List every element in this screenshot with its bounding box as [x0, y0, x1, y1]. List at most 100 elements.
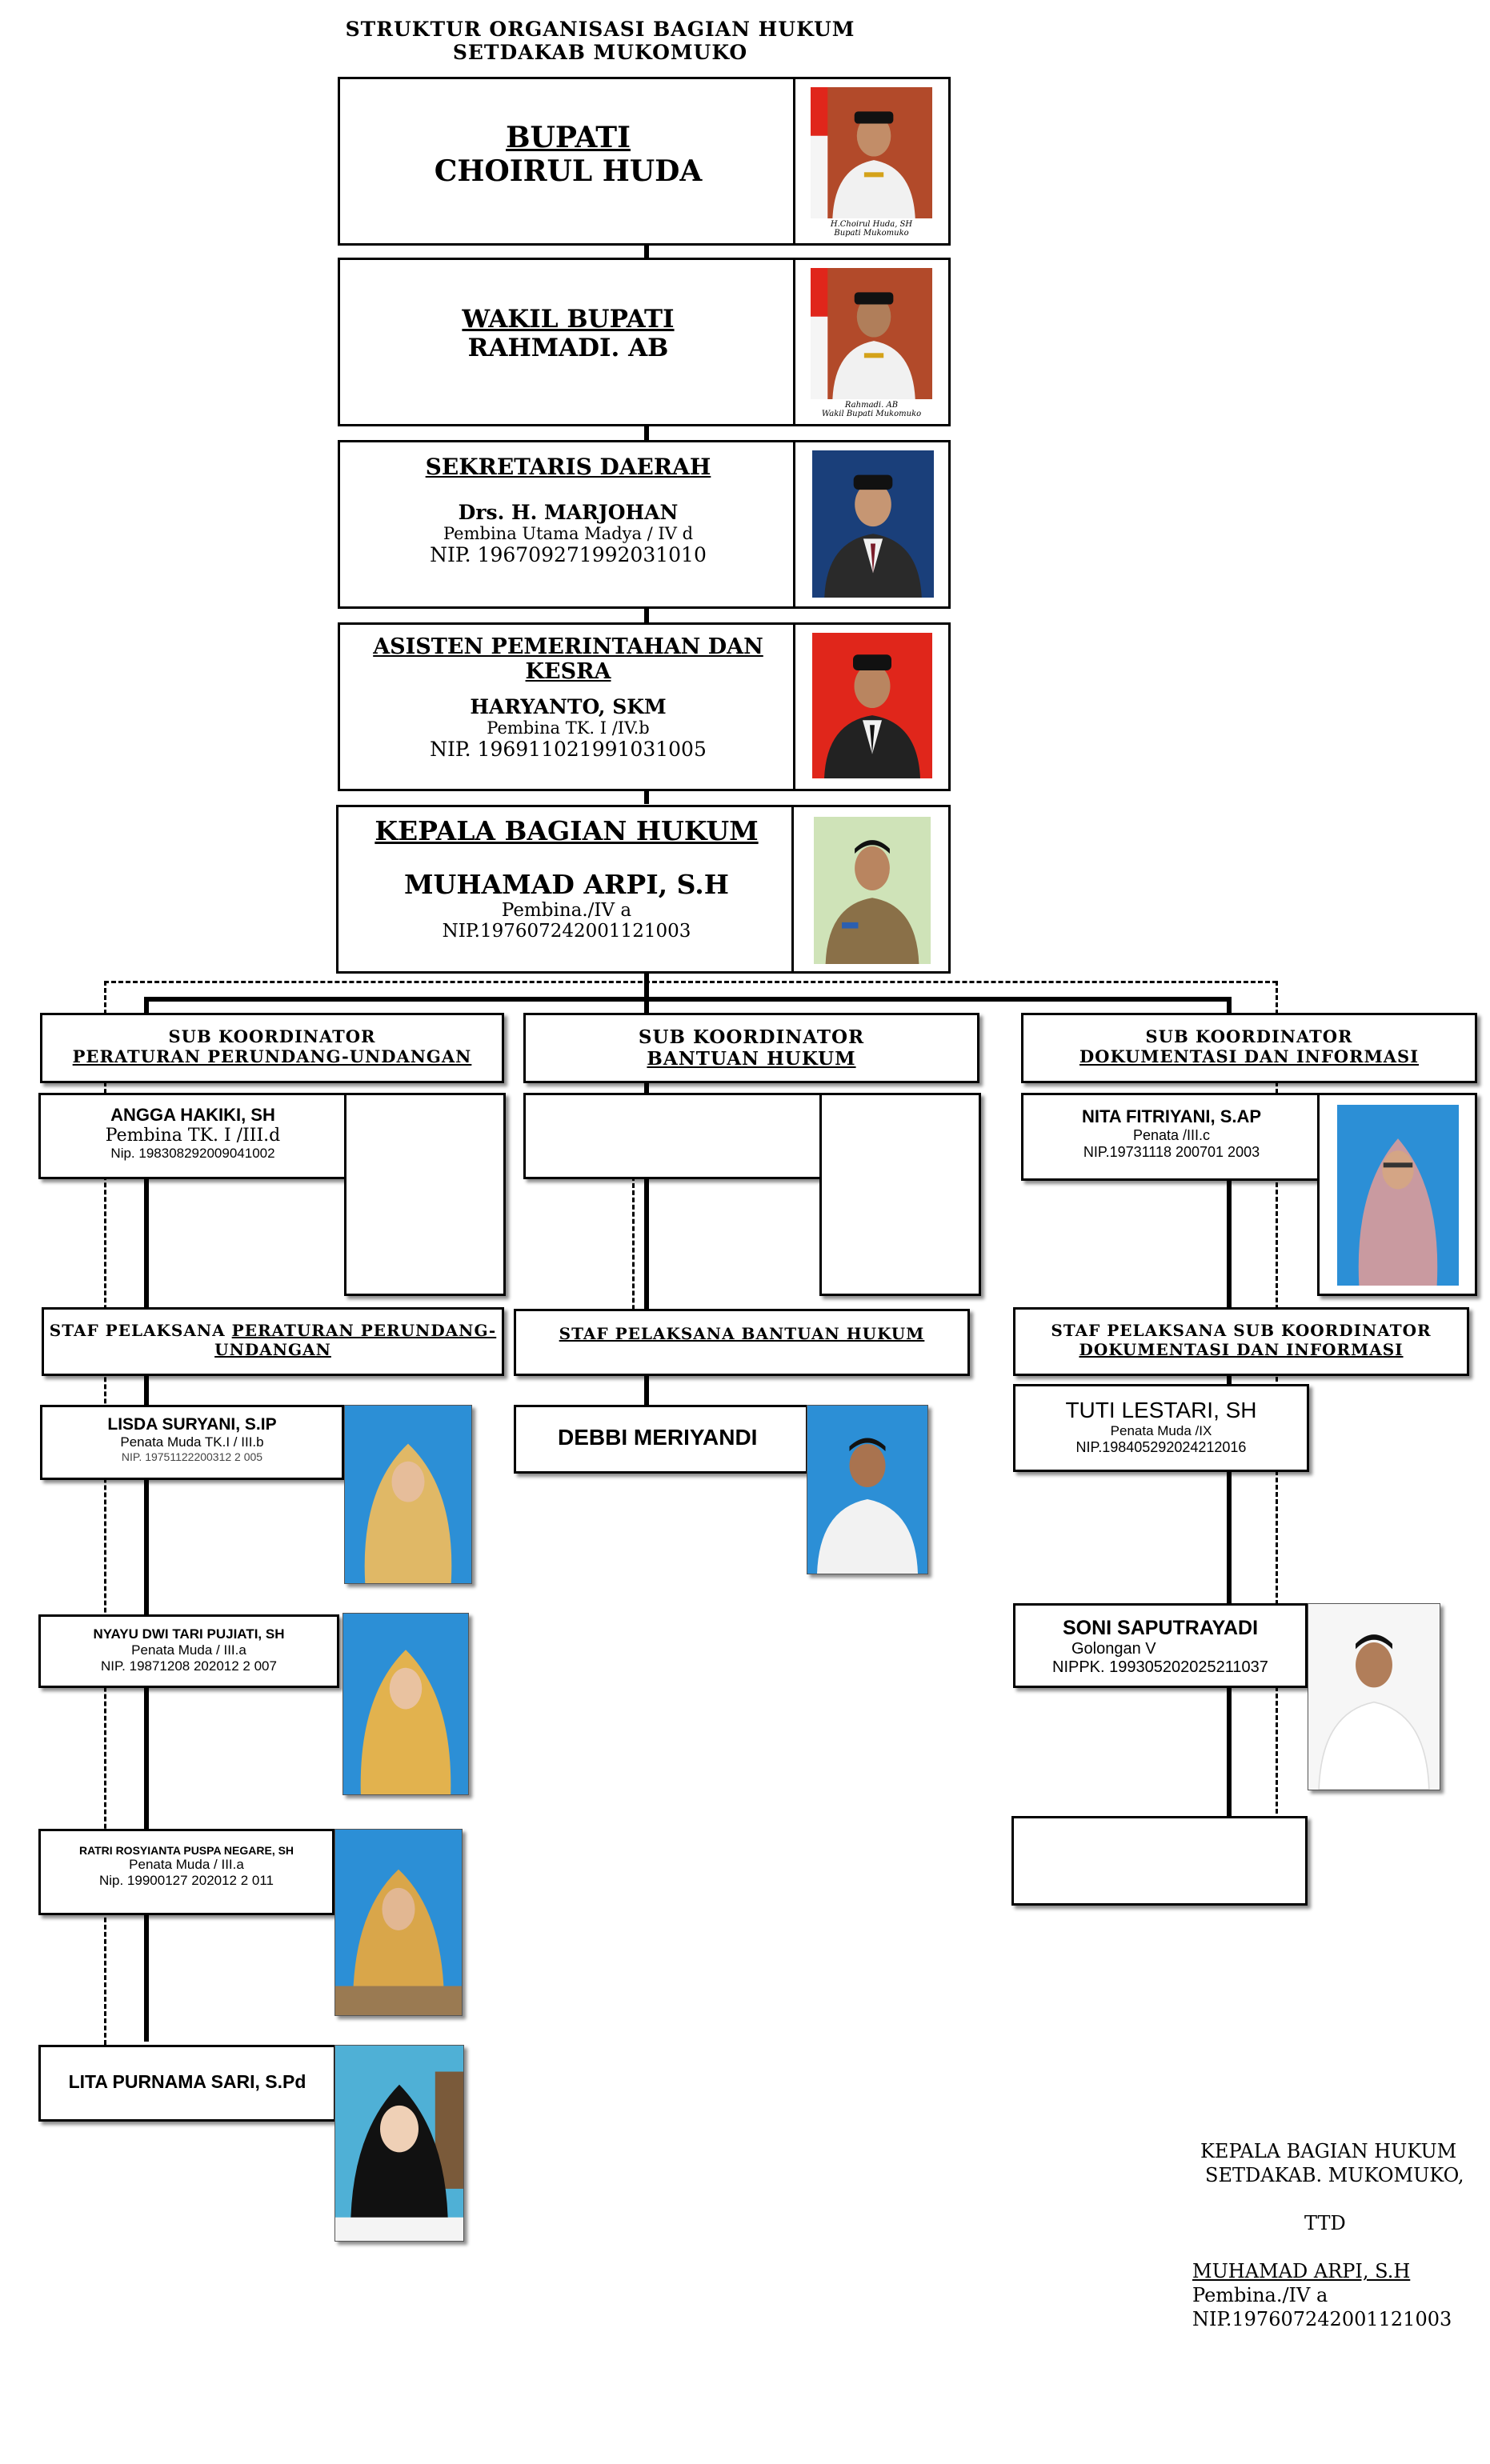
ratri-photo [334, 1829, 463, 2016]
kabag-title: KEPALA BAGIAN HUKUM [375, 815, 759, 846]
chart-title-line1: STRUKTUR ORGANISASI BAGIAN HUKUM [345, 18, 855, 41]
connector [644, 788, 649, 804]
lisda-photo [344, 1405, 472, 1584]
divider [793, 258, 795, 426]
signature-block: KEPALA BAGIAN HUKUM SETDAKAB. MUKOMUKO, … [1192, 2139, 1480, 2331]
sekda-title: SEKRETARIS DAERAH [425, 454, 711, 480]
head-card-perundangan: ANGGA HAKIKI, SH Pembina TK. I /III.d Ni… [38, 1093, 347, 1179]
sub-koordinator-name: PERATURAN PERUNDANG-UNDANGAN [72, 1046, 472, 1066]
person-name: RATRI ROSYIANTA PUSPA NEGARE, SH [78, 1844, 294, 1857]
person-rank: Penata Muda /IX [1110, 1423, 1212, 1438]
nita-photo [1337, 1105, 1459, 1286]
sub-koordinator-dokumentasi: SUB KOORDINATOR DOKUMENTASI DAN INFORMAS… [1021, 1013, 1477, 1083]
dashed-connector [104, 981, 106, 2045]
divider [793, 440, 795, 609]
sub-koordinator-label: SUB KOORDINATOR [1145, 1026, 1353, 1046]
asisten-box: ASISTEN PEMERINTAHAN DAN KESRA HARYANTO,… [338, 622, 951, 791]
staff-card: RATRI ROSYIANTA PUSPA NEGARE, SH Penata … [38, 1829, 334, 1915]
asisten-photo [812, 633, 932, 778]
connector [1227, 1179, 1232, 1819]
wakil-bupati-caption-title: Wakil Bupati Mukomuko [821, 410, 922, 418]
bupati-box: BUPATI CHOIRUL HUDA H.Choirul Huda, SH B… [338, 77, 951, 246]
connector [644, 968, 649, 1008]
nyayu-photo [342, 1613, 469, 1795]
staff-card-empty [1011, 1816, 1308, 1906]
photo-frame-empty [819, 1093, 981, 1296]
kabag-photo [814, 817, 931, 964]
signature-title-line1: KEPALA BAGIAN HUKUM [1200, 2140, 1457, 2162]
staff-card: LISDA SURYANI, S.IP Penata Muda TK.I / I… [40, 1405, 344, 1480]
bupati-caption-title: Bupati Mukomuko [834, 229, 909, 238]
sub-koordinator-label: SUB KOORDINATOR [168, 1026, 376, 1046]
asisten-title-line2: KESRA [525, 659, 611, 684]
kabag-rank: Pembina./IV a [501, 900, 632, 921]
signature-nip: NIP.197607242001121003 [1192, 2308, 1452, 2330]
debbi-photo [807, 1405, 928, 1574]
person-name: NYAYU DWI TARI PUJIATI, SH [93, 1626, 285, 1642]
lita-photo [334, 2045, 464, 2242]
chart-title: STRUKTUR ORGANISASI BAGIAN HUKUM SETDAKA… [320, 18, 880, 64]
bupati-photo [811, 87, 932, 218]
bupati-name: CHOIRUL HUDA [434, 154, 703, 188]
wakil-bupati-title: WAKIL BUPATI [462, 305, 675, 334]
dashed-connector [632, 1176, 635, 1360]
asisten-title-line1: ASISTEN PEMERINTAHAN DAN [373, 634, 763, 659]
soni-photo [1308, 1603, 1440, 1790]
sekda-photo [812, 450, 934, 598]
dashed-connector [104, 981, 1277, 983]
person-name: LISDA SURYANI, S.IP [107, 1415, 277, 1434]
connector [644, 244, 649, 260]
sub-koordinator-name: BANTUAN HUKUM [647, 1048, 856, 1070]
signature-title-line2: SETDAKAB. MUKOMUKO, [1205, 2164, 1464, 2186]
staff-prefix: STAF PELAKSANA [49, 1321, 226, 1340]
person-nip: NIPPK. 199305202025211037 [1052, 1658, 1268, 1676]
signature-ttd: TTD [1304, 2212, 1346, 2234]
signature-rank: Pembina./IV a [1192, 2284, 1328, 2306]
signature-name: MUHAMAD ARPI, S.H [1192, 2260, 1411, 2282]
person-name: LITA PURNAMA SARI, S.Pd [68, 2071, 306, 2092]
asisten-name: HARYANTO, SKM [470, 695, 667, 718]
staff-title-line1: STAF PELAKSANA SUB KOORDINATOR [1051, 1321, 1432, 1340]
sekda-box: SEKRETARIS DAERAH Drs. H. MARJOHAN Pembi… [338, 440, 951, 609]
staff-card: NYAYU DWI TARI PUJIATI, SH Penata Muda /… [38, 1614, 339, 1688]
connector [644, 606, 649, 622]
staff-card: SONI SAPUTRAYADI Golongan V NIPPK. 19930… [1013, 1603, 1308, 1688]
connector [144, 1176, 149, 2042]
divider [793, 77, 795, 246]
person-rank: Penata Muda / III.a [131, 1642, 246, 1658]
staff-card: LITA PURNAMA SARI, S.Pd [38, 2045, 336, 2122]
person-nip: Nip. 198308292009041002 [110, 1146, 275, 1161]
connector [644, 426, 649, 442]
head-card-bantuan-empty [523, 1093, 826, 1179]
staff-card: DEBBI MERIYANDI [514, 1405, 808, 1474]
staff-header-perundangan: STAF PELAKSANA PERATURAN PERUNDANG- UNDA… [42, 1307, 504, 1376]
photo-frame-empty [344, 1093, 506, 1296]
staff-title: STAF PELAKSANA BANTUAN HUKUM [559, 1324, 925, 1343]
person-nip: NIP.198405292024212016 [1075, 1439, 1247, 1455]
head-card-dokumentasi: NITA FITRIYANI, S.AP Penata /III.c NIP.1… [1021, 1093, 1322, 1181]
connector [144, 997, 149, 1016]
staff-title-line1: PERATURAN PERUNDANG- [231, 1321, 497, 1340]
person-rank: Penata Muda TK.I / III.b [120, 1434, 264, 1450]
wakil-bupati-box: WAKIL BUPATI RAHMADI. AB Rahmadi. AB Wak… [338, 258, 951, 426]
staff-title-line2: DOKUMENTASI DAN INFORMASI [1079, 1340, 1404, 1359]
connector [1227, 997, 1232, 1016]
sub-koordinator-name: DOKUMENTASI DAN INFORMASI [1079, 1046, 1420, 1066]
asisten-nip: NIP. 196911021991031005 [430, 738, 707, 761]
person-name: NITA FITRIYANI, S.AP [1081, 1106, 1262, 1126]
sekda-nip: NIP. 196709271992031010 [430, 543, 707, 566]
bupati-caption-name: H.Choirul Huda, SH [830, 220, 913, 229]
connector [644, 997, 649, 1016]
sub-koordinator-bantuan: SUB KOORDINATOR BANTUAN HUKUM [523, 1013, 979, 1083]
kabag-box: KEPALA BAGIAN HUKUM MUHAMAD ARPI, S.H Pe… [336, 805, 951, 974]
connector [144, 997, 1229, 1002]
person-rank: Pembina TK. I /III.d [105, 1126, 281, 1146]
person-name: DEBBI MERIYANDI [558, 1425, 758, 1450]
person-name: ANGGA HAKIKI, SH [110, 1105, 275, 1125]
staff-card: TUTI LESTARI, SH Penata Muda /IX NIP.198… [1013, 1384, 1309, 1472]
bupati-title: BUPATI [506, 121, 631, 154]
sekda-name: Drs. H. MARJOHAN [458, 501, 679, 524]
person-nip: NIP. 19751122200312 2 005 [121, 1450, 263, 1463]
wakil-bupati-photo [811, 268, 932, 399]
person-rank: Penata Muda / III.a [129, 1857, 244, 1872]
